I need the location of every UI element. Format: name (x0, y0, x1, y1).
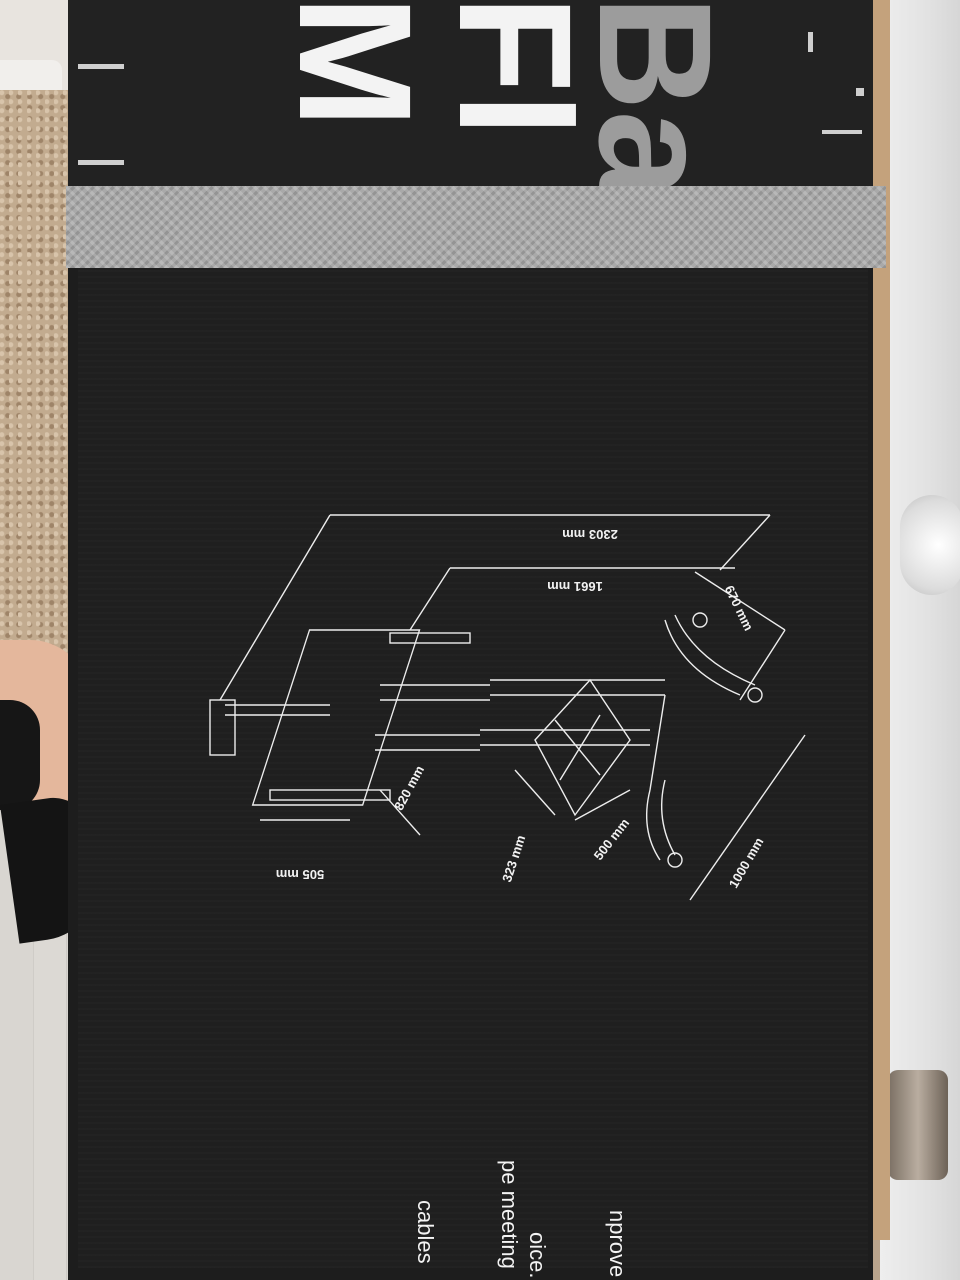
dimension-line (379, 789, 421, 836)
mount-rail (269, 789, 391, 801)
dim-rail-width: 1661 mm (547, 579, 603, 594)
dim-base-length: 1000 mm (726, 835, 767, 891)
extension-line (719, 514, 771, 571)
door-hinge (888, 1070, 948, 1180)
caster-wheel (692, 612, 708, 628)
title-letter-3: Ba (566, 0, 740, 190)
title-letter-1: M (266, 0, 445, 128)
dim-shelf-width: 500 mm (591, 816, 633, 863)
stand-dimension-diagram: 2303 mm 1661 mm 670 mm 820 mm 505 mm 323… (180, 490, 820, 910)
mount-frame (251, 629, 421, 806)
shelf-brace (554, 719, 601, 776)
black-shoe (0, 700, 40, 810)
dim-total-width: 2303 mm (562, 527, 618, 542)
dim-height: 820 mm (391, 763, 427, 813)
base-leg (660, 779, 676, 856)
print-mark (822, 130, 862, 134)
stand-outline (209, 514, 806, 901)
caster-wheel (747, 687, 763, 703)
dim-shelf-depth: 323 mm (499, 833, 528, 884)
dimension-line (514, 769, 556, 816)
side-text-line-1: cables (413, 1200, 438, 1264)
base-leg (664, 619, 741, 696)
dim-mount-width: 505 mm (276, 867, 324, 882)
side-text-line-3: oice. (525, 1232, 550, 1279)
packing-strap (66, 186, 886, 268)
shelf (534, 678, 631, 817)
mount-rail (389, 632, 471, 644)
extension-line (739, 629, 786, 701)
print-mark (808, 32, 813, 52)
base-spine (649, 694, 666, 791)
dimension-line (574, 789, 631, 821)
bracket (209, 699, 236, 756)
box-lower-panel (78, 268, 868, 1268)
door-knob (900, 495, 960, 595)
print-mark (78, 160, 124, 165)
stand-line-drawing: 2303 mm 1661 mm 670 mm 820 mm 505 mm 323… (209, 514, 806, 901)
box-top-panel (68, 0, 873, 195)
print-mark (78, 64, 124, 69)
extension-line (219, 514, 331, 701)
dimension-line (694, 571, 786, 631)
box-title: M Fl Ba (240, 0, 745, 201)
wall (880, 0, 960, 1280)
shelf-brace (559, 714, 601, 781)
caster-wheel (667, 852, 683, 868)
base-leg (645, 789, 661, 861)
side-text-line-4: nprove (605, 1210, 630, 1278)
extension-line (409, 567, 451, 631)
title-letter-2: Fl (426, 0, 605, 137)
side-text-line-2: pe meeting (497, 1160, 522, 1269)
box-title-graphic: M Fl Ba (266, 0, 745, 201)
base-leg (674, 614, 756, 686)
print-mark (856, 88, 864, 96)
dimension-line (689, 734, 806, 901)
